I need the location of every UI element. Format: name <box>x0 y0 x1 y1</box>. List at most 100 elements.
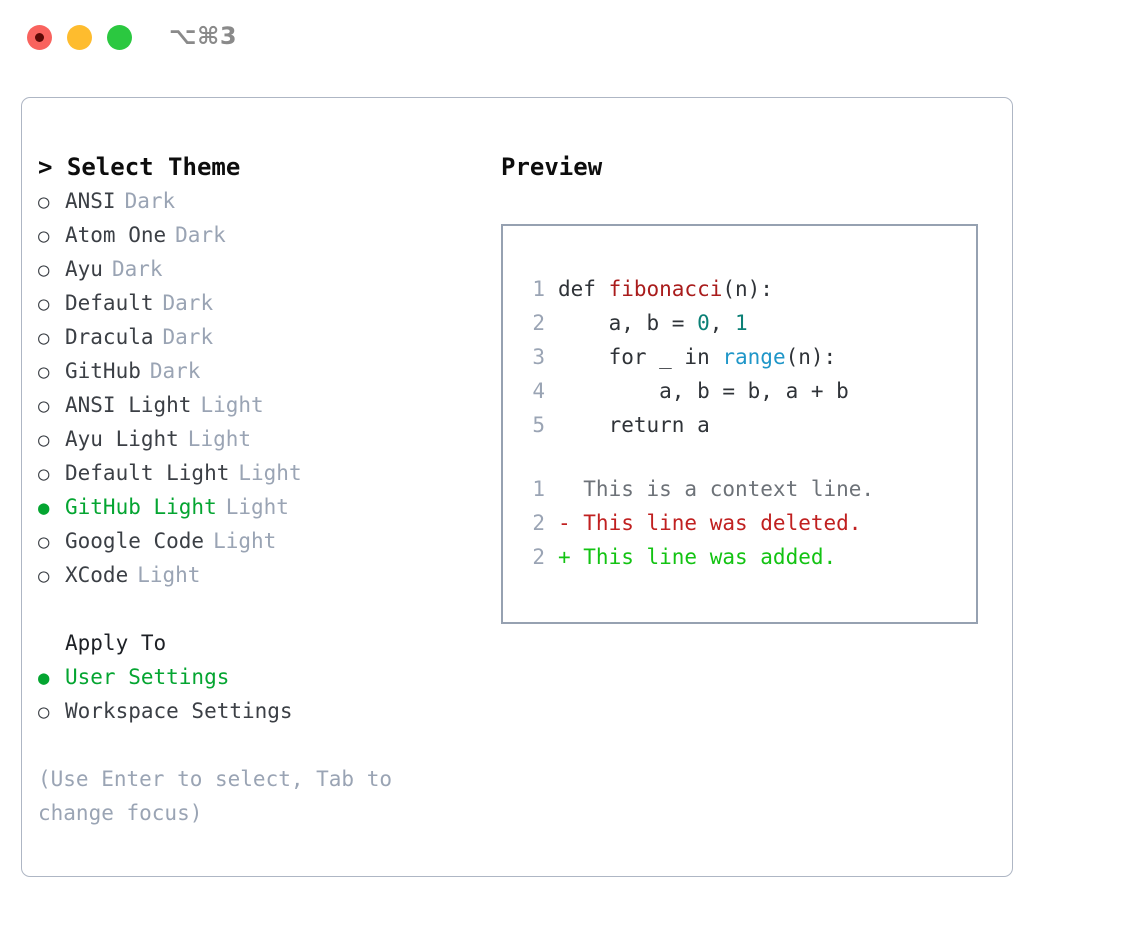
theme-option[interactable]: ○ Ayu Light Light <box>38 422 488 456</box>
theme-option-label: ANSI Light <box>65 393 192 417</box>
diff-sample: 1 This is a context line. 2 - This line wa… <box>503 472 976 574</box>
theme-option[interactable]: ○ Default Dark <box>38 286 488 320</box>
code-token-num: 1 <box>735 311 748 335</box>
code-line: 5 return a <box>503 408 976 442</box>
line-number: 2 <box>532 311 545 335</box>
close-button[interactable] <box>27 25 52 50</box>
keyboard-shortcut-label: ⌥⌘3 <box>169 22 238 50</box>
radio-unselected-icon: ○ <box>38 565 50 587</box>
line-number: 2 <box>532 511 545 535</box>
code-token-fn: fibonacci <box>608 277 723 301</box>
minimize-button[interactable] <box>67 25 92 50</box>
theme-option-badge: Dark <box>175 223 226 247</box>
line-number: 5 <box>532 413 545 437</box>
radio-unselected-icon: ○ <box>38 225 50 247</box>
traffic-lights <box>27 25 132 50</box>
title-bar: ⌥⌘3 <box>0 0 1140 78</box>
code-line: 3 for _ in range(n): <box>503 340 976 374</box>
line-number: 3 <box>532 345 545 369</box>
theme-option-badge: Light <box>200 393 264 417</box>
radio-unselected-icon: ○ <box>38 259 50 281</box>
diff-line-text: - This line was deleted. <box>558 511 862 535</box>
code-token-plain: return a <box>558 413 710 437</box>
radio-unselected-icon: ○ <box>38 429 50 451</box>
theme-option[interactable]: ○ XCode Light <box>38 558 488 592</box>
radio-selected-icon: ● <box>38 497 50 519</box>
code-token-plain: a, b = b, a + b <box>558 379 849 403</box>
code-token-plain: (n): <box>722 277 773 301</box>
theme-option-label: ANSI <box>65 189 116 213</box>
code-token-plain: a, b = <box>558 311 698 335</box>
theme-option-label: Ayu Light <box>65 427 179 451</box>
preview-heading: Preview <box>501 153 603 181</box>
diff-line-text: This is a context line. <box>558 477 875 501</box>
apply-to-option[interactable]: ● User Settings <box>38 660 488 694</box>
theme-option-label: GitHub Light <box>65 495 217 519</box>
radio-unselected-icon: ○ <box>38 395 50 417</box>
diff-line-text: + This line was added. <box>558 545 837 569</box>
radio-unselected-icon: ○ <box>38 463 50 485</box>
radio-selected-icon: ● <box>38 667 50 689</box>
apply-to-option[interactable]: ○Workspace Settings <box>38 694 488 728</box>
code-token-plain: for _ in <box>558 345 723 369</box>
theme-option-badge: Light <box>225 495 289 519</box>
keyboard-hint: (Use Enter to select, Tab to change focu… <box>38 767 405 825</box>
spacer <box>38 592 488 626</box>
code-token-num: 0 <box>697 311 710 335</box>
theme-option-badge: Dark <box>111 257 163 281</box>
theme-option-badge: Dark <box>124 189 176 213</box>
radio-unselected-icon: ○ <box>38 361 50 383</box>
theme-option[interactable]: ○ Google Code Light <box>38 524 488 558</box>
theme-option[interactable]: ○ ANSI Light Light <box>38 388 488 422</box>
theme-option-badge: Dark <box>162 325 214 349</box>
diff-line: 2 - This line was deleted. <box>503 506 976 540</box>
theme-option-label: Google Code <box>65 529 205 553</box>
code-line: 1 def fibonacci(n): <box>503 272 976 306</box>
diff-line: 2 + This line was added. <box>503 540 976 574</box>
apply-to-heading: Apply To <box>65 631 167 655</box>
theme-option[interactable]: ○ GitHub Dark <box>38 354 488 388</box>
theme-option-label: Default <box>65 291 154 315</box>
apply-to-option-label: User Settings <box>65 665 230 689</box>
line-number: 1 <box>532 477 545 501</box>
apply-to-option-label: Workspace Settings <box>65 699 293 723</box>
code-line-text: def fibonacci(n): <box>558 272 773 306</box>
theme-option-badge: Dark <box>162 291 214 315</box>
code-token-plain: def <box>558 277 609 301</box>
line-number: 2 <box>532 545 545 569</box>
radio-unselected-icon: ○ <box>38 191 50 213</box>
code-token-plain: (n): <box>785 345 837 369</box>
theme-option-badge: Light <box>238 461 302 485</box>
theme-option-badge: Light <box>213 529 277 553</box>
radio-unselected-icon: ○ <box>38 293 50 315</box>
theme-option[interactable]: ○ ANSI Dark <box>38 184 488 218</box>
theme-option-badge: Dark <box>149 359 201 383</box>
theme-option-badge: Light <box>187 427 252 451</box>
radio-unselected-icon: ○ <box>38 531 50 553</box>
code-line-text: for _ in range(n): <box>558 340 837 374</box>
code-line: 4 a, b = b, a + b <box>503 374 976 408</box>
diff-line: 1 This is a context line. <box>503 472 976 506</box>
theme-option-label: GitHub <box>65 359 141 383</box>
theme-option-label: XCode <box>65 563 129 587</box>
theme-option-badge: Light <box>137 563 201 587</box>
radio-unselected-icon: ○ <box>38 327 50 349</box>
theme-option[interactable]: ○ Dracula Dark <box>38 320 488 354</box>
zoom-button[interactable] <box>107 25 132 50</box>
line-number: 1 <box>532 277 545 301</box>
code-line-text: return a <box>558 408 710 442</box>
code-line-text: a, b = 0, 1 <box>558 306 748 340</box>
page-title: > Select Theme <box>38 153 241 181</box>
theme-option[interactable]: ● GitHub Light Light <box>38 490 488 524</box>
apply-to-list[interactable]: ● User Settings ○Workspace Settings <box>38 660 488 728</box>
line-number: 4 <box>532 379 545 403</box>
theme-option-label: Dracula <box>65 325 154 349</box>
